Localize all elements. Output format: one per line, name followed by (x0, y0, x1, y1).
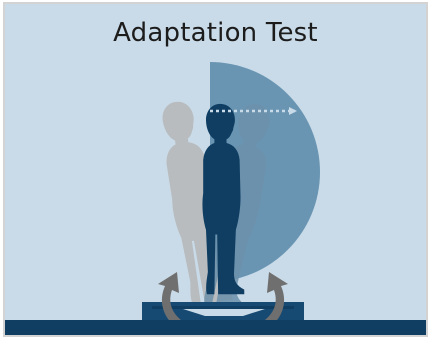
platform-plate (152, 306, 294, 309)
floor (5, 320, 426, 335)
adaptation-test-panel: Adaptation Test (3, 2, 428, 337)
adaptation-illustration (5, 4, 426, 335)
